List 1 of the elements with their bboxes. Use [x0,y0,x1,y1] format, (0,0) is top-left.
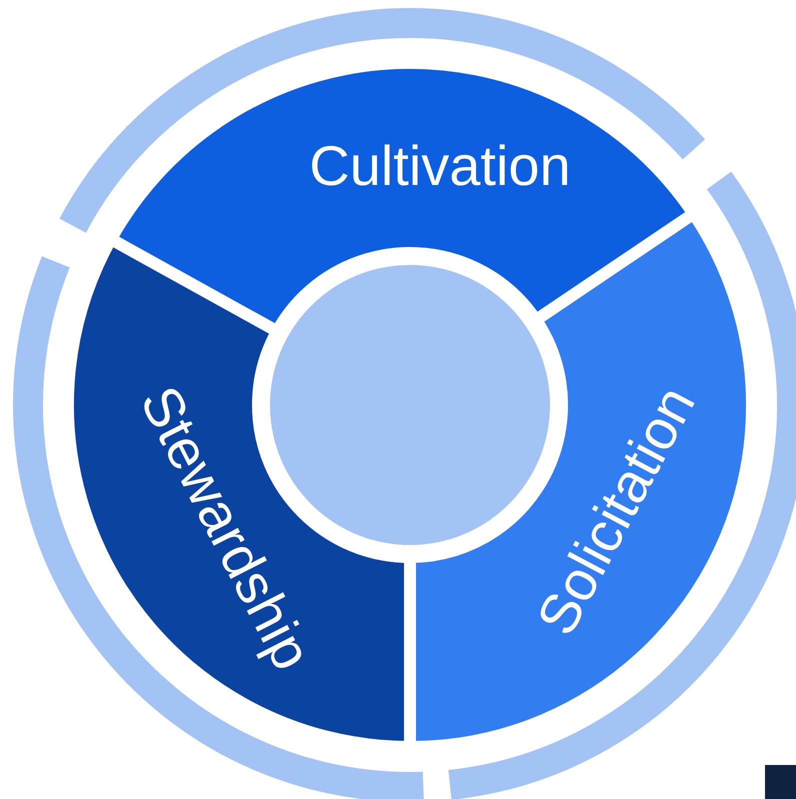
ring-segment: Cultivation [104,58,700,338]
